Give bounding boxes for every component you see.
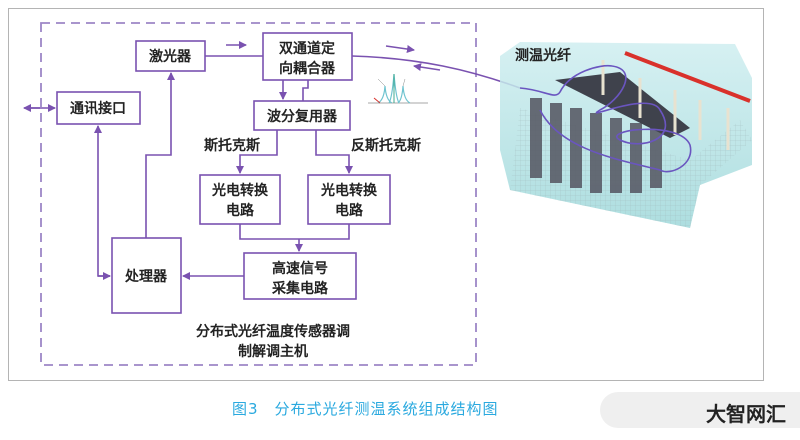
- laser-box: [135, 40, 206, 72]
- anti-stokes-path: [315, 130, 353, 174]
- pe-converter-1-box: [199, 174, 281, 225]
- pe2-label-1: 光电转换: [320, 182, 378, 199]
- wdm-label: 波分复用器: [267, 108, 338, 125]
- wdm-box: [253, 100, 351, 131]
- high-speed-acq-box: [243, 252, 357, 300]
- pe1-label-2: 电路: [226, 202, 255, 219]
- pe-merge-line: [239, 224, 350, 240]
- coupler-label-2: 向耦合器: [279, 60, 336, 77]
- coupler-label-1: 双通道定: [279, 40, 335, 57]
- host-boundary: [40, 22, 477, 366]
- stokes-label: 斯托克斯: [204, 137, 260, 154]
- figure-frame: [8, 8, 764, 381]
- processor-laser-line: [145, 72, 175, 238]
- watermark-text: 大智网汇: [706, 402, 786, 426]
- pe2-label-2: 电路: [335, 202, 364, 219]
- host-label-1: 分布式光纤温度传感器调: [196, 323, 350, 340]
- watermark: 大智网汇: [600, 392, 800, 428]
- wdm-coupler-return-line: [302, 80, 309, 101]
- backscatter-arrow: [413, 63, 441, 72]
- processor-label: 处理器: [124, 268, 168, 285]
- pe-converter-2-box: [307, 174, 391, 225]
- sensing-fiber-loop: [519, 64, 692, 173]
- laser-label: 激光器: [149, 48, 192, 65]
- server-room-illustration: 测温光纤: [500, 42, 752, 228]
- comm-label: 通讯接口: [70, 100, 126, 117]
- anti-stokes-label: 反斯托克斯: [351, 137, 421, 154]
- fiber-line: [351, 55, 521, 89]
- cable-tray: [624, 51, 751, 103]
- comm-processor-line: [94, 125, 110, 277]
- hsa-label-1: 高速信号: [272, 260, 328, 277]
- figure-caption: 图3 分布式光纤测温系统组成结构图: [232, 400, 499, 418]
- fiber-label: 测温光纤: [515, 47, 571, 64]
- comm-interface-box: [56, 91, 141, 125]
- outgoing-light-arrow: [385, 45, 415, 53]
- processor-box: [111, 237, 182, 314]
- host-label-2: 制解调主机: [238, 343, 308, 360]
- raman-spectrum-icon: [368, 73, 428, 104]
- hsa-label-2: 采集电路: [271, 280, 329, 297]
- stokes-path: [236, 130, 278, 174]
- pe1-label-1: 光电转换: [211, 182, 269, 199]
- coupler-box: [262, 32, 353, 81]
